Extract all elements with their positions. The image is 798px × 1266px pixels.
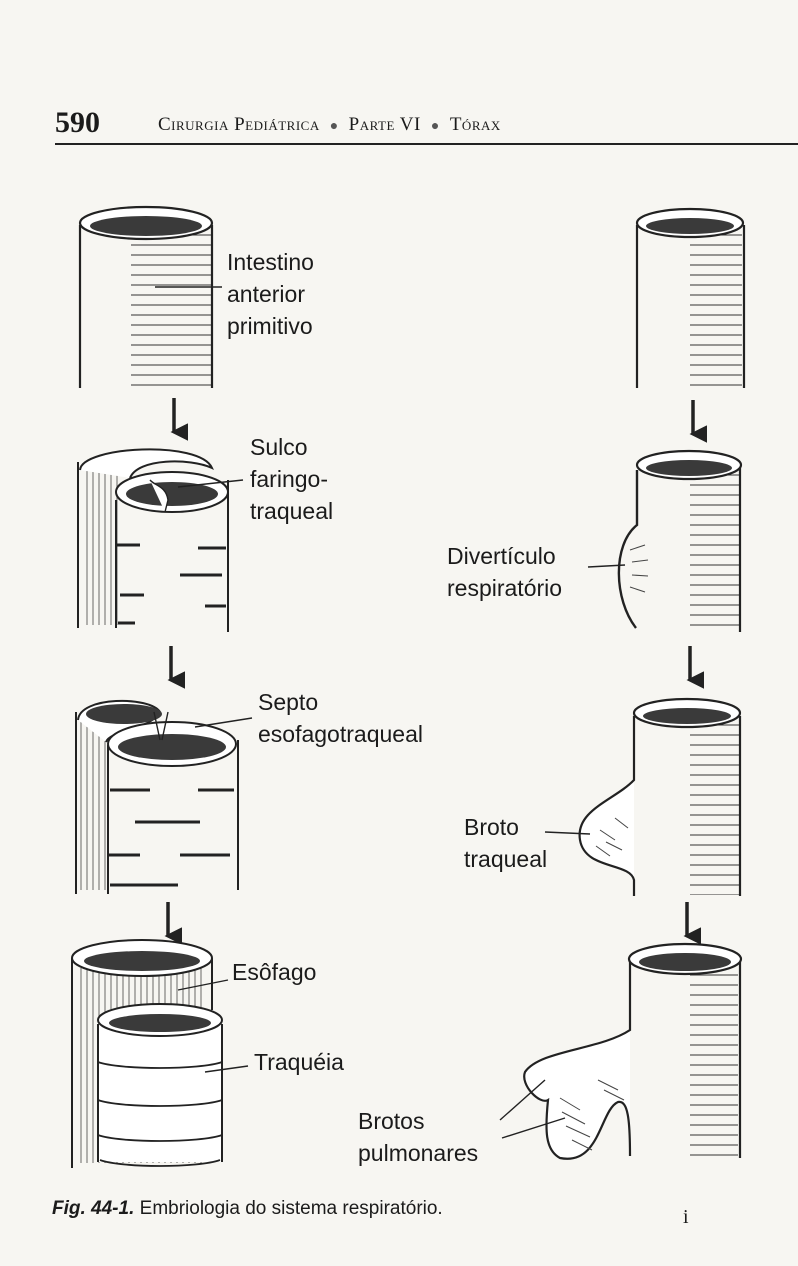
page-header: 590 Cirurgia Pediátrica ● Parte VI ● Tórax [55, 106, 798, 146]
page-number: 590 [55, 106, 100, 139]
label-tracheoesophageal-septum: Septo esofagotraqueal [258, 689, 423, 747]
label-esophagus: Esôfago [232, 959, 317, 985]
septum-stage [75, 699, 253, 894]
label-pharyngotracheal-groove: Sulco faringo- traqueal [250, 434, 334, 524]
bullet-separator: ● [329, 119, 339, 134]
diverticulum-stage [587, 449, 743, 632]
header-rule [55, 143, 798, 145]
separated-tubes [71, 939, 249, 1168]
book-title: Cirurgia Pediátrica [158, 114, 320, 135]
figure-caption: Fig. 44-1. Embriologia do sistema respir… [52, 1198, 443, 1220]
part-label: Parte VI [348, 114, 421, 135]
bullet-separator: ● [430, 119, 440, 134]
foregut-tube-right [635, 207, 746, 388]
tracheal-bud-stage [544, 697, 742, 896]
section-label: Tórax [449, 114, 501, 135]
caption-text: Embriologia do sistema respiratório. [139, 1198, 443, 1219]
label-tracheal-bud: Broto traqueal [464, 814, 548, 872]
label-respiratory-diverticulum: Divertículo respiratório [447, 543, 563, 601]
running-head: Cirurgia Pediátrica ● Parte VI ● Tórax [158, 114, 501, 136]
figure-reference: Fig. 44-1. [52, 1198, 135, 1219]
foregut-tube-left [78, 205, 222, 388]
groove-stage [77, 448, 244, 632]
label-trachea: Traquéia [254, 1049, 344, 1075]
lung-buds-stage [499, 942, 743, 1160]
label-primitive-foregut: Intestino anterior primitivo [227, 249, 314, 339]
label-lung-buds: Brotos pulmonares [358, 1108, 479, 1166]
footer-mark: i [683, 1206, 689, 1228]
